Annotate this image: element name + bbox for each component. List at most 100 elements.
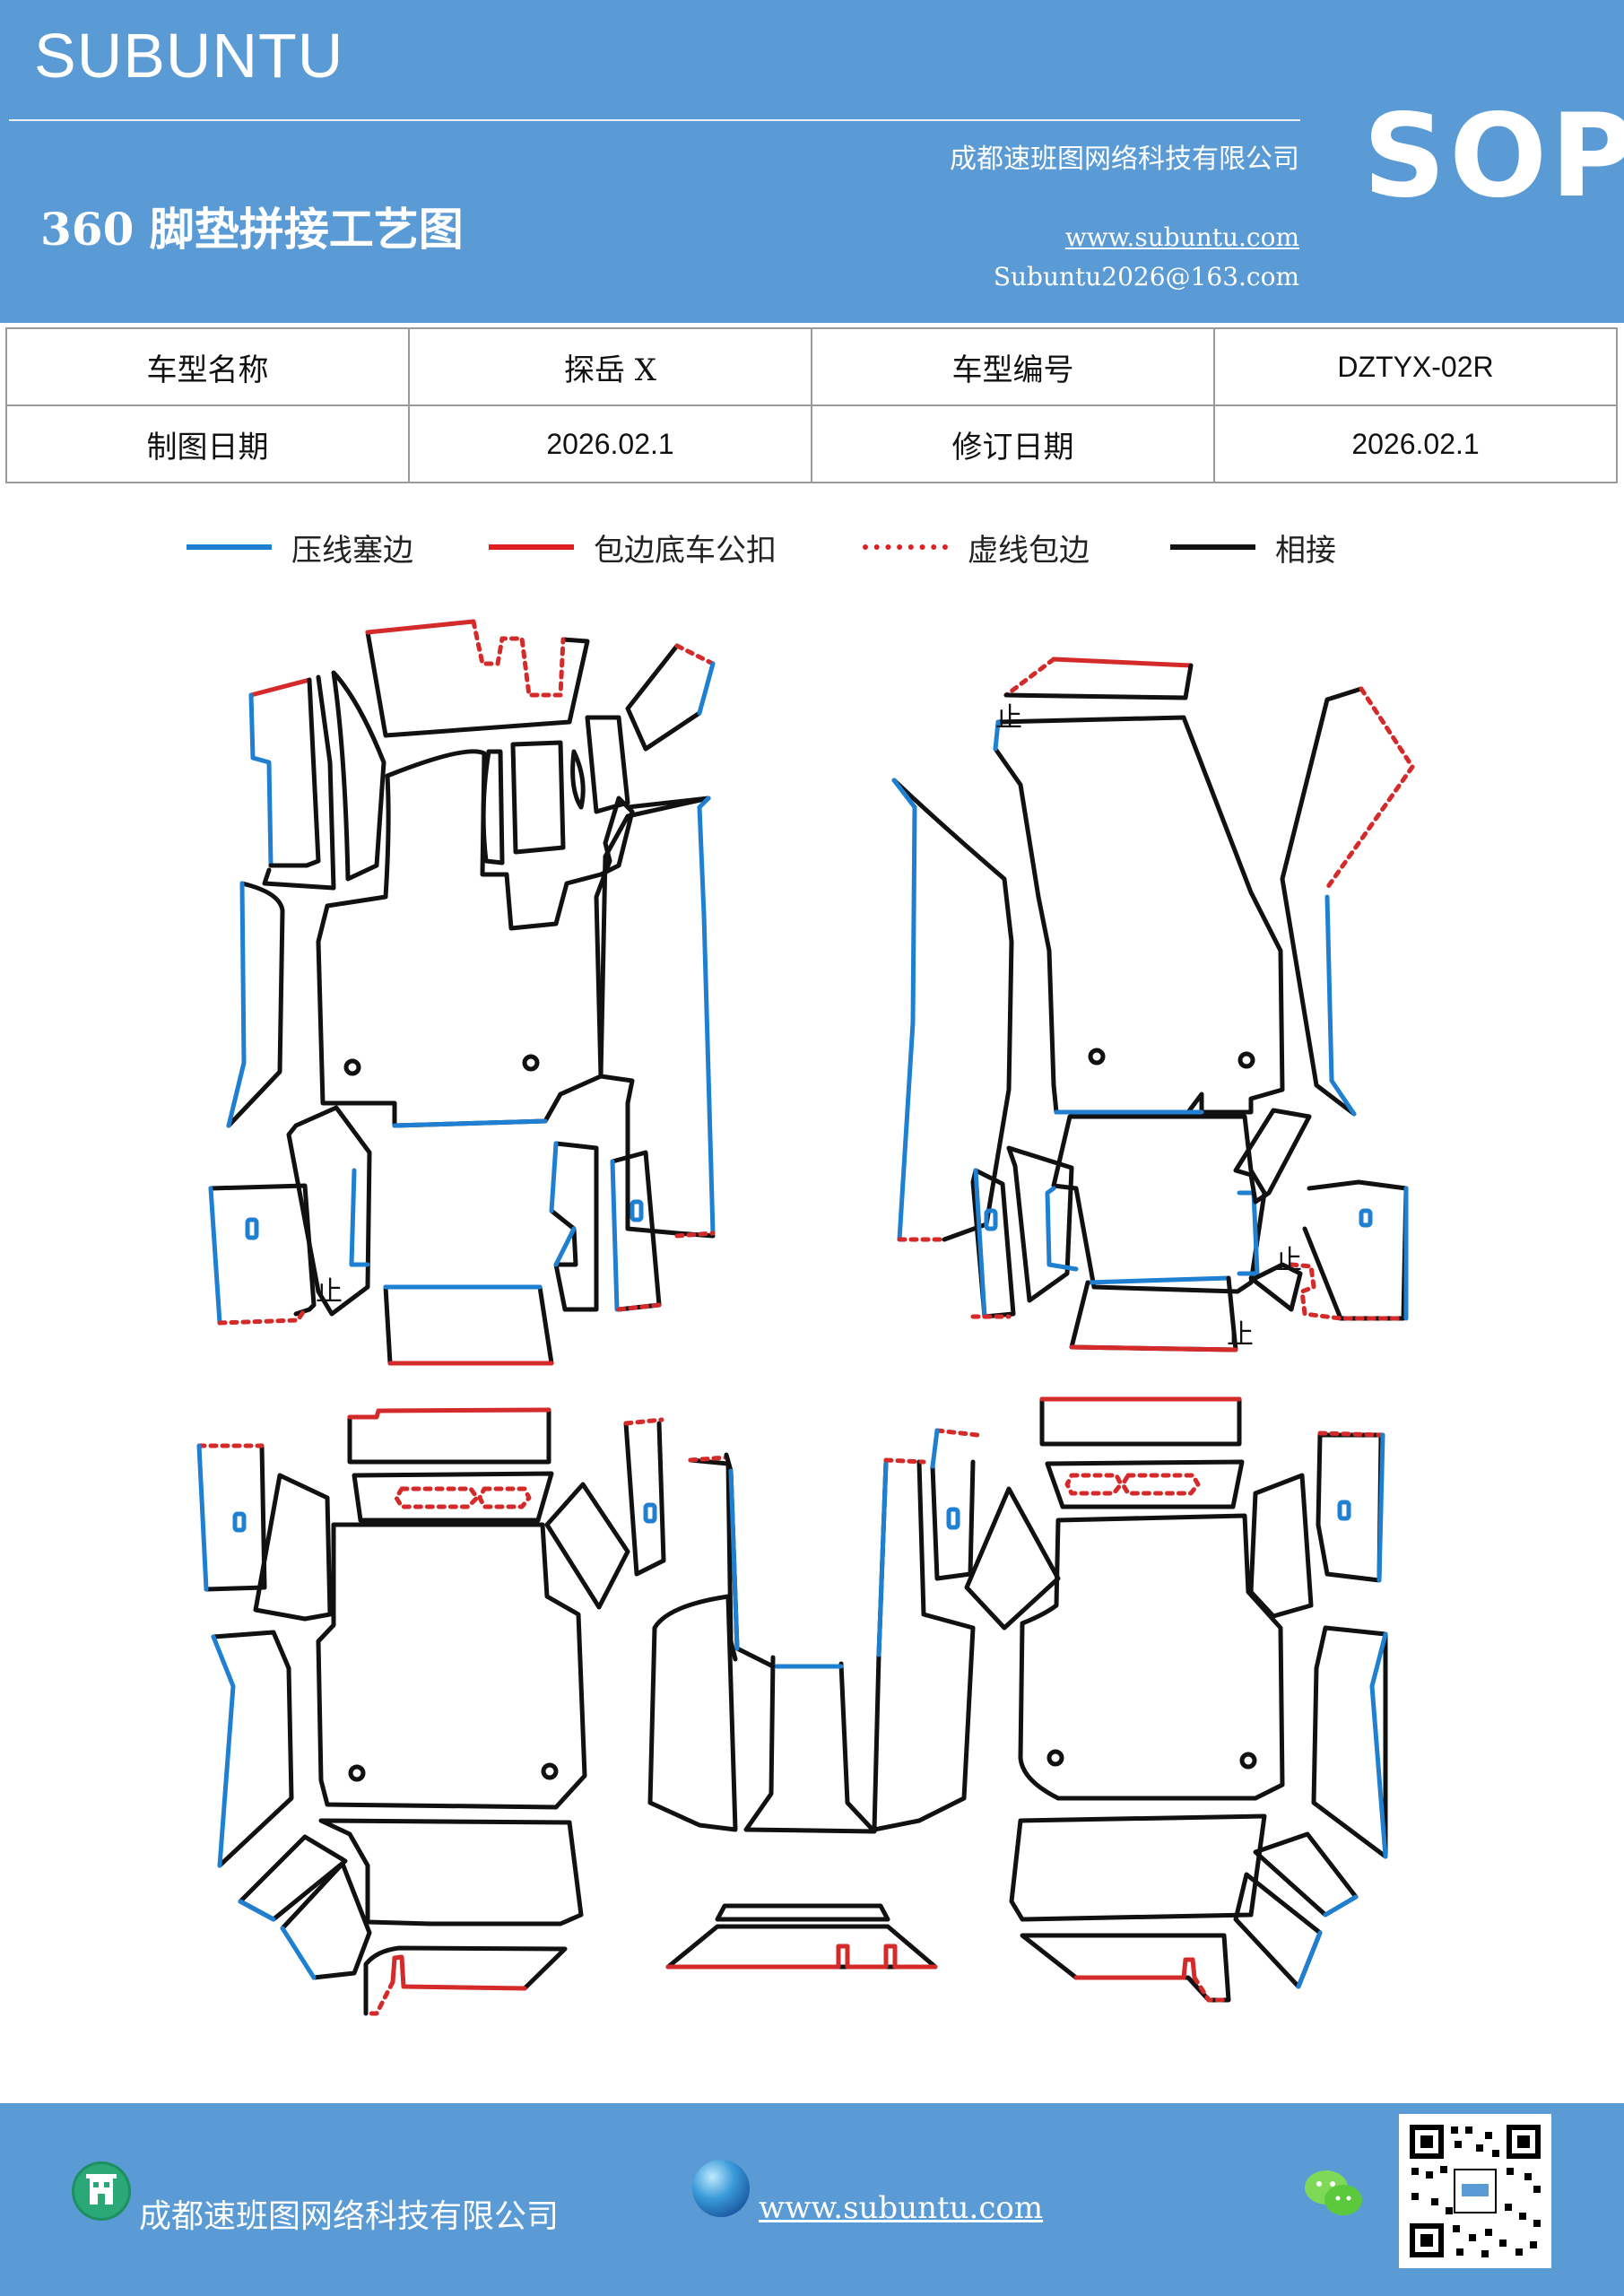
mat-piece	[1018, 1513, 1285, 1801]
mat-piece	[331, 670, 386, 882]
vehicle-info-table: 车型名称 探岳 X 车型编号 DZTYX-02R 制图日期 2026.02.1 …	[5, 327, 1618, 483]
label-model-name: 车型名称	[5, 327, 410, 406]
mat-piece	[1233, 1108, 1312, 1205]
slot-mark	[643, 1502, 657, 1524]
mat-piece	[1296, 1930, 1323, 1989]
header-banner: SUBUNTU 成都速班图网络科技有限公司 360 脚垫拼接工艺图 www.su…	[0, 0, 1624, 323]
footer-banner: 成都速班图网络科技有限公司 www.subuntu.com	[0, 2103, 1624, 2296]
mat-piece	[549, 1141, 559, 1213]
mat-piece	[1003, 657, 1056, 698]
mat-piece	[349, 1168, 370, 1267]
mat-piece	[570, 749, 586, 810]
stop-marker: 止	[1275, 1245, 1302, 1276]
mat-piece	[280, 1926, 317, 1980]
legend-swatch-blue	[187, 544, 272, 550]
mat-piece	[1069, 1344, 1238, 1352]
mat-piece	[674, 1231, 716, 1239]
legend-label: 包边底车公扣	[594, 532, 777, 569]
mat-piece	[477, 1486, 532, 1509]
mat-piece	[964, 1486, 1061, 1631]
mat-piece	[1323, 1894, 1359, 1918]
legend-item-edge-clip: 包边底车公扣	[489, 525, 777, 570]
mat-piece	[930, 1428, 940, 1469]
label-drawing-date: 制图日期	[5, 404, 410, 483]
slot-mark	[630, 1199, 644, 1222]
footer-website-link[interactable]: www.subuntu.com	[759, 2190, 1044, 2226]
mat-piece	[1369, 1631, 1388, 1859]
header-divider	[9, 119, 1300, 121]
mat-piece	[585, 715, 630, 814]
mat-piece	[1253, 1831, 1359, 1918]
email-address[interactable]: Subuntu2026@163.com	[993, 262, 1299, 291]
label-model-code: 车型编号	[811, 327, 1215, 406]
line-legend: 压线塞边 包边底车公扣 虚线包边 相接	[0, 525, 1624, 570]
wechat-icon[interactable]	[1302, 2166, 1365, 2220]
legend-label: 压线塞边	[291, 532, 413, 569]
mat-piece	[1051, 1114, 1267, 1294]
brand-name: SUBUNTU	[34, 21, 344, 91]
legend-label: 虚线包边	[968, 532, 1090, 569]
sop-badge: SOP	[1363, 90, 1624, 223]
mat-piece	[352, 1471, 554, 1523]
mat-piece	[365, 619, 476, 635]
mat-hole	[343, 1058, 361, 1076]
mat-piece	[610, 1150, 662, 1312]
mat-piece	[481, 749, 505, 865]
mat-piece	[196, 1443, 209, 1592]
mat-piece	[743, 1655, 877, 1834]
company-name: 成都速班图网络科技有限公司	[950, 144, 1299, 175]
table-row: 制图日期 2026.02.1 修订日期 2026.02.1	[5, 404, 1618, 483]
legend-item-joined: 相接	[1170, 525, 1336, 570]
mat-piece	[316, 749, 635, 1128]
mat-piece	[226, 881, 285, 1128]
mat-piece	[872, 1459, 976, 1832]
mat-piece	[1302, 1179, 1409, 1321]
mat-piece	[316, 1522, 587, 1810]
mat-piece	[318, 1818, 584, 1926]
mat-piece	[688, 1457, 738, 1662]
label-revision-date: 修订日期	[811, 404, 1215, 483]
mat-piece	[262, 674, 336, 891]
mat-hole	[348, 1764, 366, 1782]
mat-hole	[1088, 1048, 1106, 1065]
mat-piece	[211, 1634, 236, 1868]
footer-company-name: 成都速班图网络科技有限公司	[139, 2198, 560, 2235]
mat-group-rear-right	[930, 1396, 1388, 2003]
mat-piece	[471, 619, 566, 698]
mat-piece	[363, 1945, 568, 2016]
mat-piece	[665, 1944, 938, 1970]
stop-marker: 止	[1227, 1319, 1254, 1351]
mat-piece	[394, 1486, 480, 1509]
qr-code[interactable]	[1399, 2114, 1551, 2268]
document-title: 360 脚垫拼接工艺图	[40, 203, 464, 256]
mat-piece	[1051, 657, 1194, 668]
mat-piece	[1045, 1186, 1079, 1272]
mat-hole	[522, 1054, 540, 1072]
mat-piece	[1003, 663, 1194, 700]
slot-mark	[232, 1511, 247, 1533]
mat-piece	[253, 1473, 333, 1622]
mat-piece	[1073, 1957, 1197, 1980]
mat-piece	[1237, 1190, 1260, 1276]
mat-piece	[934, 1428, 980, 1438]
mat-piece	[1248, 1262, 1303, 1312]
website-link[interactable]: www.subuntu.com	[1064, 222, 1299, 252]
mat-piece	[876, 1459, 889, 1657]
mat-piece	[623, 1421, 666, 1577]
mat-piece	[226, 881, 247, 1128]
mat-piece	[1324, 894, 1357, 1117]
mat-hole	[1046, 1749, 1064, 1767]
mat-piece	[973, 1168, 987, 1319]
mat-piece	[211, 1630, 294, 1868]
mat-group-front-right	[891, 657, 1415, 1352]
mat-piece	[365, 630, 590, 738]
slot-mark	[245, 1217, 259, 1240]
mat-group-center	[665, 1452, 976, 1970]
mat-piece	[1120, 1473, 1201, 1496]
building-icon	[72, 2161, 131, 2221]
stop-marker: 止	[995, 702, 1022, 734]
mat-piece	[208, 1183, 317, 1317]
mat-piece	[383, 1284, 554, 1366]
mat-piece	[728, 1468, 740, 1651]
mat-piece	[347, 1407, 551, 1420]
